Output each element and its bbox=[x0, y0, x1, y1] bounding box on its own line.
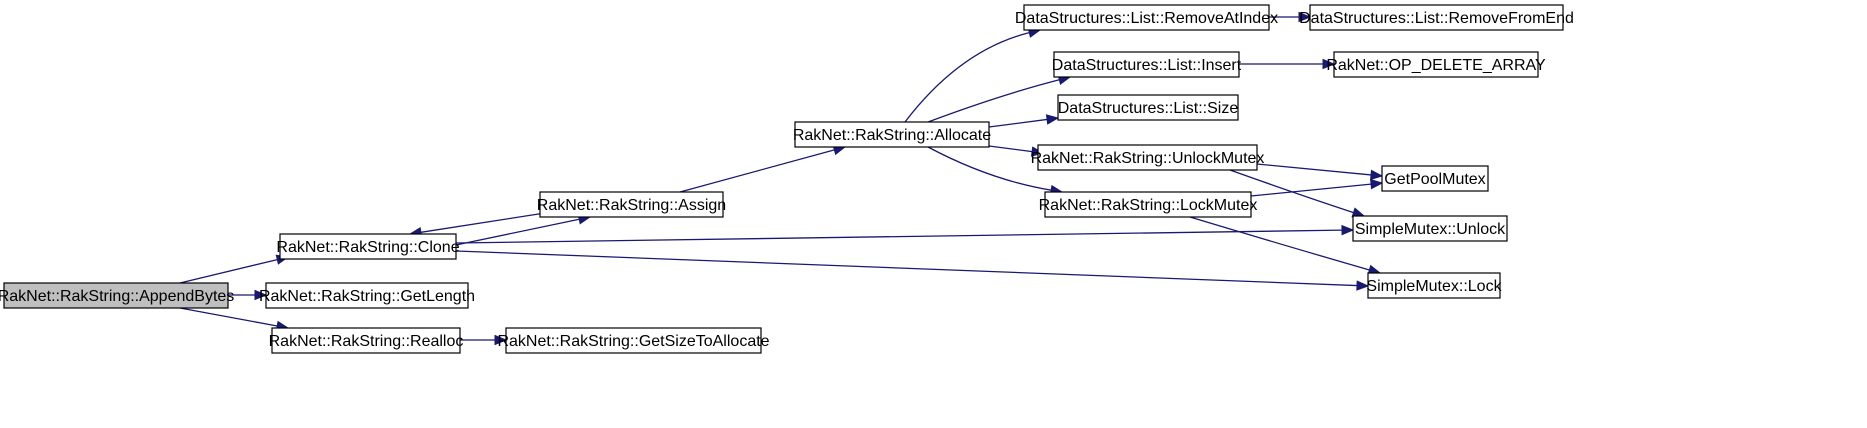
node-box bbox=[1333, 51, 1539, 78]
arrowhead-removeatindex-to-removefromend bbox=[1298, 11, 1312, 23]
node-box bbox=[505, 327, 762, 354]
edge-lockmutex-to-getpoolmutex bbox=[1250, 183, 1372, 197]
node-label: DataStructures::List::RemoveAtIndex bbox=[1015, 10, 1278, 27]
node-box bbox=[794, 121, 990, 148]
node-label: RakNet::RakString::GetLength bbox=[259, 288, 475, 305]
node-label: RakNet::RakString::Allocate bbox=[793, 127, 991, 144]
edge-appendbytes-to-clone bbox=[179, 258, 278, 284]
node-label: DataStructures::List::RemoveFromEnd bbox=[1299, 10, 1574, 27]
arrowhead-clone-to-simplemutexlock bbox=[1356, 280, 1370, 291]
node-lockmutex[interactable]: RakNet::RakString::LockMutex bbox=[1039, 191, 1258, 218]
edge-allocate-to-unlockmutex bbox=[988, 145, 1033, 153]
node-label: SimpleMutex::Unlock bbox=[1355, 221, 1506, 238]
node-box bbox=[1367, 272, 1501, 299]
node-clone[interactable]: RakNet::RakString::Clone bbox=[276, 233, 460, 260]
node-unlockmutex[interactable]: RakNet::RakString::UnlockMutex bbox=[1031, 144, 1265, 171]
node-simplemutexunlock[interactable]: SimpleMutex::Unlock bbox=[1352, 215, 1508, 242]
edges-layer bbox=[179, 11, 1384, 346]
node-box bbox=[1309, 4, 1564, 31]
edge-appendbytes-to-realloc bbox=[179, 307, 278, 327]
arrowhead-clone-to-simplemutexunlock bbox=[1341, 224, 1355, 236]
node-label: RakNet::RakString::AppendBytes bbox=[0, 288, 234, 305]
node-box bbox=[539, 191, 724, 218]
node-box bbox=[3, 282, 229, 309]
node-opdeletearray[interactable]: RakNet::OP_DELETE_ARRAY bbox=[1326, 51, 1546, 78]
edge-assign-to-allocate bbox=[679, 149, 835, 193]
node-removeatindex[interactable]: DataStructures::List::RemoveAtIndex bbox=[1015, 4, 1278, 31]
edge-unlockmutex-to-getpoolmutex bbox=[1256, 163, 1372, 176]
node-label: RakNet::RakString::UnlockMutex bbox=[1031, 150, 1265, 167]
arrowhead-lockmutex-to-getpoolmutex bbox=[1370, 178, 1384, 190]
node-label: RakNet::RakString::GetSizeToAllocate bbox=[497, 333, 769, 350]
node-box bbox=[1044, 191, 1252, 218]
node-label: RakNet::RakString::LockMutex bbox=[1039, 197, 1258, 214]
edge-clone-to-simplemutexlock bbox=[455, 250, 1358, 287]
node-removefromend[interactable]: DataStructures::List::RemoveFromEnd bbox=[1299, 4, 1574, 31]
arrowhead-unlockmutex-to-getpoolmutex bbox=[1370, 169, 1384, 181]
edge-lockmutex-to-simplemutexlock bbox=[1189, 216, 1370, 271]
node-label: SimpleMutex::Lock bbox=[1366, 278, 1502, 295]
node-box bbox=[271, 327, 461, 354]
nodes-layer: RakNet::RakString::AppendBytesRakNet::Ra… bbox=[0, 4, 1574, 354]
node-realloc[interactable]: RakNet::RakString::Realloc bbox=[269, 327, 464, 354]
node-box bbox=[265, 282, 469, 309]
node-label: DataStructures::List::Size bbox=[1058, 100, 1239, 117]
arrowhead-appendbytes-to-getlength bbox=[254, 289, 268, 301]
node-box bbox=[1381, 165, 1489, 192]
node-box bbox=[1023, 4, 1270, 31]
edge-clone-to-simplemutexunlock bbox=[455, 229, 1343, 244]
node-getsizetoallocate[interactable]: RakNet::RakString::GetSizeToAllocate bbox=[497, 327, 770, 354]
node-assign[interactable]: RakNet::RakString::Assign bbox=[537, 191, 726, 218]
node-appendbytes[interactable]: RakNet::RakString::AppendBytes bbox=[0, 282, 234, 309]
node-getpoolmutex[interactable]: GetPoolMutex bbox=[1381, 165, 1489, 192]
node-box bbox=[279, 233, 457, 260]
node-label: DataStructures::List::Insert bbox=[1052, 57, 1242, 74]
node-label: RakNet::RakString::Assign bbox=[537, 197, 726, 214]
node-box bbox=[1352, 215, 1508, 242]
edge-assign-to-clone bbox=[420, 212, 546, 233]
edge-clone-to-assign bbox=[455, 218, 580, 246]
node-box bbox=[1037, 144, 1258, 171]
node-box bbox=[1053, 51, 1240, 78]
node-label: RakNet::RakString::Realloc bbox=[269, 333, 464, 350]
edge-allocate-to-lockmutex bbox=[927, 146, 1052, 191]
edge-unlockmutex-to-simplemutexunlock bbox=[1229, 169, 1354, 214]
node-label: RakNet::RakString::Clone bbox=[276, 239, 459, 256]
edge-allocate-to-removeatindex bbox=[904, 32, 1030, 123]
arrowhead-insert-to-opdeletearray bbox=[1322, 58, 1336, 70]
node-getlength[interactable]: RakNet::RakString::GetLength bbox=[259, 282, 475, 309]
node-size[interactable]: DataStructures::List::Size bbox=[1057, 94, 1239, 121]
node-label: GetPoolMutex bbox=[1384, 171, 1485, 188]
edge-allocate-to-size bbox=[988, 118, 1048, 128]
node-label: RakNet::OP_DELETE_ARRAY bbox=[1326, 57, 1546, 74]
node-simplemutexlock[interactable]: SimpleMutex::Lock bbox=[1366, 272, 1503, 299]
arrowhead-allocate-to-size bbox=[1045, 114, 1060, 125]
arrowhead-realloc-to-getsizetoallocate bbox=[494, 334, 508, 346]
node-insert[interactable]: DataStructures::List::Insert bbox=[1052, 51, 1242, 78]
edge-allocate-to-insert bbox=[927, 79, 1060, 123]
node-box bbox=[1057, 94, 1239, 121]
node-allocate[interactable]: RakNet::RakString::Allocate bbox=[793, 121, 991, 148]
